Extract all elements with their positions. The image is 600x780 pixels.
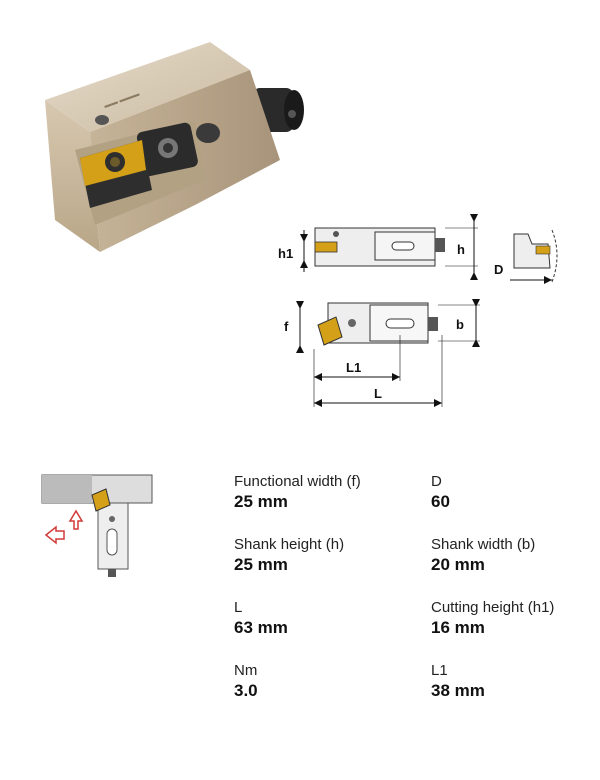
spec-torque: Nm 3.0 [234,662,258,701]
spec-value: 25 mm [234,555,288,574]
application-diagram [41,474,153,577]
spec-value: 3.0 [234,681,258,700]
dim-label-h: h [457,242,465,257]
spec-value: 60 [431,492,450,511]
spec-l1: L1 38 mm [431,662,485,701]
dim-label-h1: h1 [278,246,293,261]
spec-label: Nm [234,662,258,679]
dim-label-b: b [456,317,464,332]
dim-label-D: D [494,262,503,277]
dim-label-L: L [374,386,382,401]
spec-label: D [431,473,442,490]
dim-label-L1: L1 [346,360,361,375]
product-photo: ▬▬ ▬▬▬ [45,42,304,252]
spec-value: 63 mm [234,618,288,637]
spec-value: 38 mm [431,681,485,700]
spec-label: Shank height (h) [234,536,345,553]
spec-label: Functional width (f) [234,473,361,490]
spec-label: Shank width (b) [431,536,536,553]
spec-value: 16 mm [431,618,485,637]
spec-value: 25 mm [234,492,288,511]
spec-label: L1 [431,662,448,679]
spec-functional-width: Functional width (f) 25 mm [234,473,361,512]
spec-shank-height: Shank height (h) 25 mm [234,536,344,575]
dim-label-f: f [284,319,289,334]
technical-drawing-side-view: h h1 D [278,214,558,284]
technical-drawing-plan-view: f b L1 L [284,299,480,407]
spec-shank-width: Shank width (b) 20 mm [431,536,535,575]
spec-d: D 60 [431,473,450,512]
spec-label: L [234,599,243,616]
arrow-left-icon [44,525,65,545]
spec-value: 20 mm [431,555,485,574]
arrow-up-icon [68,509,84,530]
spec-length: L 63 mm [234,599,288,638]
spec-label: Cutting height (h1) [431,599,555,616]
spec-cutting-height: Cutting height (h1) 16 mm [431,599,554,638]
